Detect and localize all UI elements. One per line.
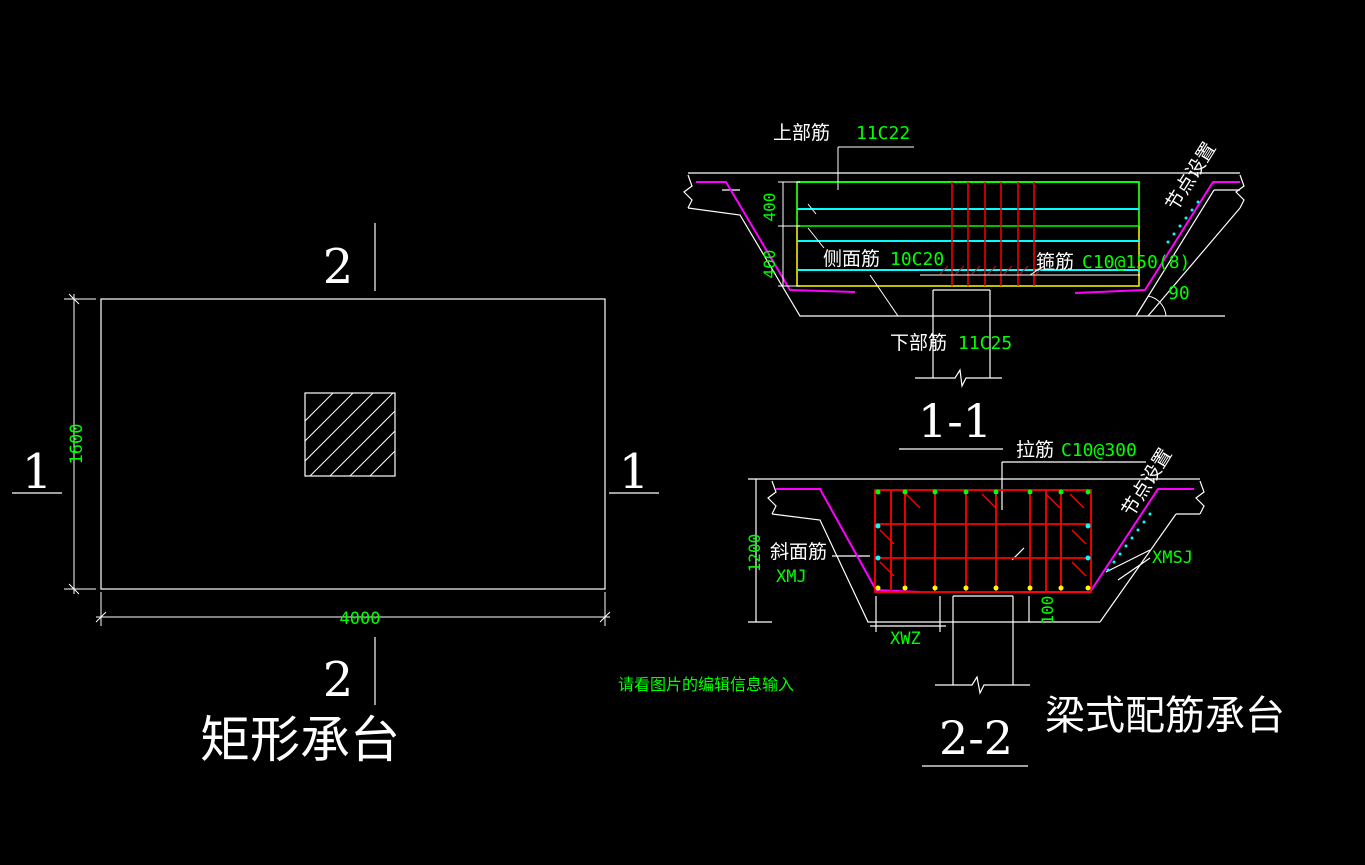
top-bar-value: 11C22 xyxy=(856,123,910,144)
plan-view: 2 2 1 1 4000 1600 矩形承台 xyxy=(12,223,659,769)
height-dimension xyxy=(64,293,96,595)
stirrup-label: 箍筋 xyxy=(1036,251,1074,273)
angle-text: 90 xyxy=(1168,283,1190,304)
slope-bar-label: 斜面筋 xyxy=(770,541,827,563)
xwz-text: XWZ xyxy=(890,629,921,649)
dim-1200: 1200 xyxy=(745,534,764,573)
dim-400-lower: 400 xyxy=(760,250,779,279)
width-dimension xyxy=(95,592,611,626)
section-1-1-outline xyxy=(683,172,1245,389)
stirrup-value: C10@150(8) xyxy=(1082,252,1190,273)
xmsj-text: XMSJ xyxy=(1152,548,1193,568)
bottom-bar-label: 下部筋 xyxy=(890,332,947,354)
section-mark-2-top: 2 xyxy=(323,239,354,295)
tie-label: 拉筋 xyxy=(1016,439,1054,461)
stirrups-1-1 xyxy=(951,182,1035,286)
dim-100: 100 xyxy=(1038,596,1057,625)
slope-bar-value: XMJ xyxy=(776,567,807,587)
slope-bars-1-1 xyxy=(696,181,1240,294)
side-bar-value: 10C20 xyxy=(890,249,944,270)
section-2-2-title: 2-2 xyxy=(939,711,1013,765)
section-2-2: 1200 100 拉筋 C10@300 斜面筋 XMJ XMSJ XWZ 节点设… xyxy=(745,439,1285,767)
note-text: 请看图片的编辑信息输入 xyxy=(618,675,794,694)
section-2-2-subtitle: 梁式配筋承台 xyxy=(1045,693,1285,739)
rebar-mesh-2-2 xyxy=(874,489,1092,593)
node-dots-2-2 xyxy=(1106,512,1152,572)
dims-1-1 xyxy=(778,146,1140,317)
dim-400-upper: 400 xyxy=(760,193,779,222)
width-dim-text: 4000 xyxy=(340,609,381,629)
rebar-dots-2-2 xyxy=(875,489,1091,591)
pile-cap-outline xyxy=(100,298,606,590)
tie-value: C10@300 xyxy=(1061,440,1137,461)
node-dots-1-1 xyxy=(1166,200,1200,244)
section-2-2-outline xyxy=(748,461,1205,695)
section-1-1-title: 1-1 xyxy=(918,394,992,448)
ties-2-2 xyxy=(879,493,1087,577)
bottom-bar-value: 11C25 xyxy=(958,333,1012,354)
plan-title: 矩形承台 xyxy=(200,711,400,769)
section-mark-1-left: 1 xyxy=(22,444,53,500)
section-mark-1-right: 1 xyxy=(619,444,650,500)
top-bar-label: 上部筋 xyxy=(773,122,830,144)
section-mark-2-bottom: 2 xyxy=(323,652,354,708)
stirrup-ticks-1-1 xyxy=(939,265,1045,275)
side-bar-label: 侧面筋 xyxy=(823,248,880,270)
column-hatch xyxy=(304,392,396,477)
height-dim-text: 1600 xyxy=(67,424,87,465)
